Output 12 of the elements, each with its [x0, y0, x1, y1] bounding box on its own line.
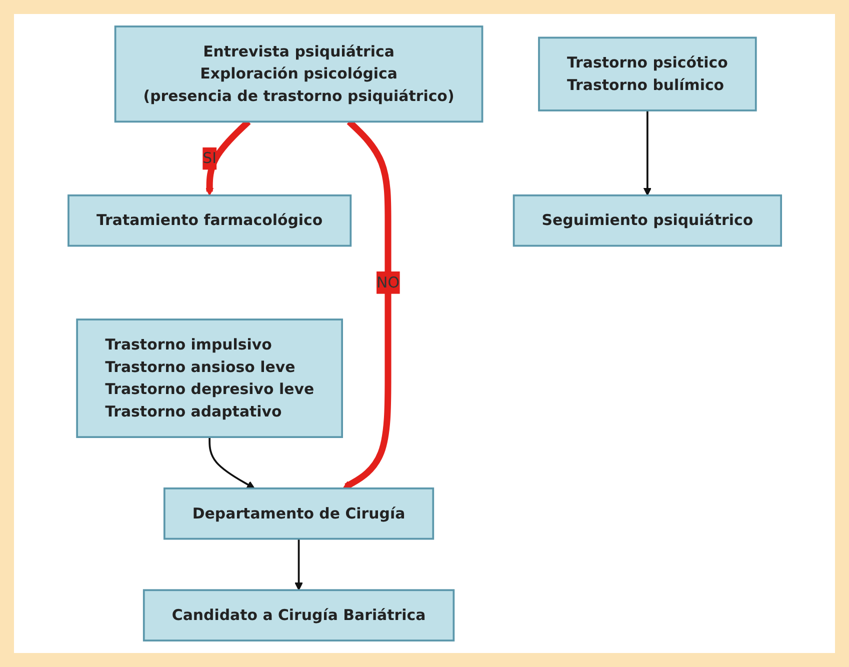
edge-label: SI — [202, 149, 216, 167]
edge-label: NO — [376, 273, 400, 292]
node-box: Seguimiento psiquiátrico — [512, 194, 782, 247]
node-box: Candidato a Cirugía Bariátrica — [142, 589, 454, 642]
node-box: Departamento de Cirugía — [163, 487, 434, 540]
arrow — [643, 110, 652, 196]
arrow — [208, 437, 255, 489]
node-box: Trastorno psicótico Trastorno bulímico — [538, 36, 757, 112]
node-box: Tratamiento farmacológico — [67, 194, 352, 247]
node-box: Trastorno impulsivo Trastorno ansioso leve Trastorno depresivo leve Trastorno adaptativo — [76, 318, 343, 438]
node-box: Entrevista psiquiátrica Exploración psicológica (presencia de trastorno psiquiátrico) — [114, 26, 483, 123]
arrow — [294, 538, 303, 590]
